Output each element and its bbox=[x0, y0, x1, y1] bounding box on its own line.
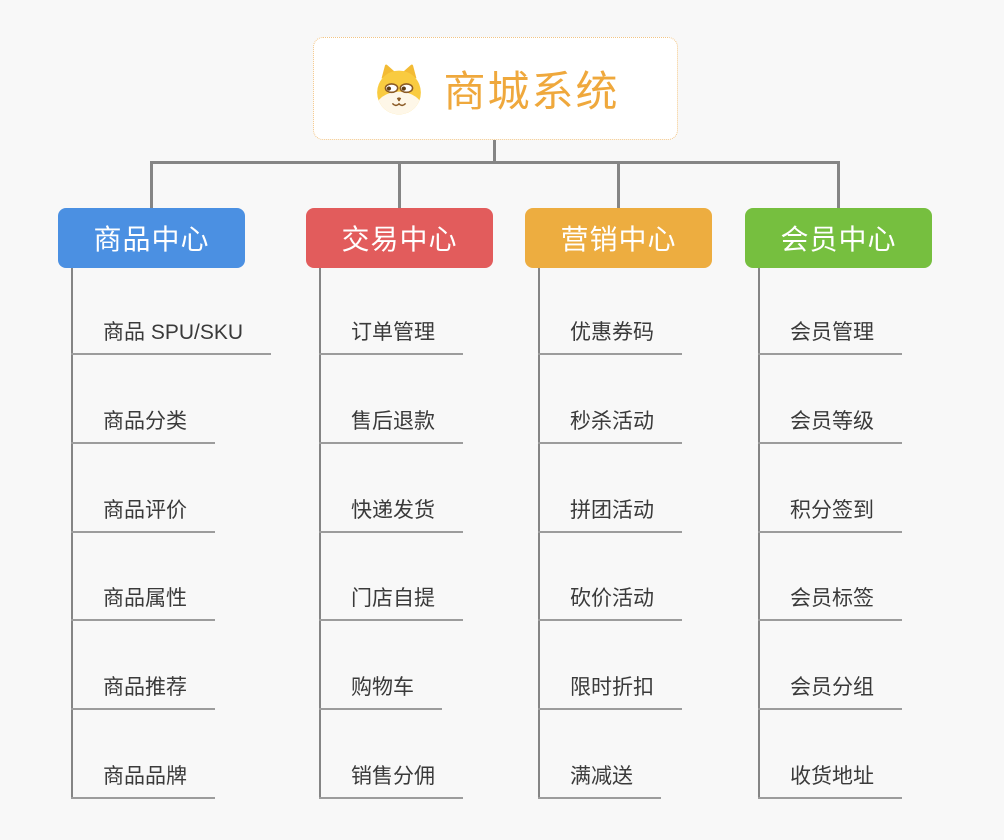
root-node-mall-system[interactable]: 商城系统 bbox=[313, 37, 678, 140]
child-node-bargain-activity[interactable]: 砍价活动 bbox=[538, 575, 682, 621]
connector-drop-product bbox=[150, 161, 153, 208]
child-node-shopping-cart[interactable]: 购物车 bbox=[319, 664, 442, 710]
branch-header-member-center[interactable]: 会员中心 bbox=[745, 208, 932, 268]
child-node-order-management[interactable]: 订单管理 bbox=[319, 309, 463, 355]
branch-label: 交易中心 bbox=[341, 224, 458, 255]
child-node-member-management[interactable]: 会员管理 bbox=[758, 309, 902, 355]
child-node-product-attribute[interactable]: 商品属性 bbox=[71, 575, 215, 621]
branch-member-center: 会员中心 会员管理 会员等级 积分签到 会员标签 会员分组 收货地址 bbox=[745, 208, 1004, 808]
child-node-coupon-code[interactable]: 优惠券码 bbox=[538, 309, 682, 355]
child-node-group-buying[interactable]: 拼团活动 bbox=[538, 487, 682, 533]
branch-header-product-center[interactable]: 商品中心 bbox=[58, 208, 245, 268]
child-node-product-recommend[interactable]: 商品推荐 bbox=[71, 664, 215, 710]
child-node-store-pickup[interactable]: 门店自提 bbox=[319, 575, 463, 621]
child-node-express-delivery[interactable]: 快递发货 bbox=[319, 487, 463, 533]
child-node-member-groups[interactable]: 会员分组 bbox=[758, 664, 902, 710]
branch-trade-center: 交易中心 订单管理 售后退款 快递发货 门店自提 购物车 销售分佣 bbox=[306, 208, 566, 808]
child-node-shipping-address[interactable]: 收货地址 bbox=[758, 753, 902, 799]
child-node-sales-commission[interactable]: 销售分佣 bbox=[319, 753, 463, 799]
connector-drop-member bbox=[837, 161, 840, 208]
branch-label: 商品中心 bbox=[93, 224, 210, 255]
branch-trunk-line bbox=[758, 268, 760, 799]
branch-trunk-line bbox=[319, 268, 321, 799]
child-node-product-review[interactable]: 商品评价 bbox=[71, 487, 215, 533]
connector-drop-trade bbox=[398, 161, 401, 208]
child-node-member-tags[interactable]: 会员标签 bbox=[758, 575, 902, 621]
branch-header-marketing-center[interactable]: 营销中心 bbox=[525, 208, 712, 268]
connector-drop-marketing bbox=[617, 161, 620, 208]
connector-horizontal-bar bbox=[150, 161, 840, 164]
branch-trunk-line bbox=[71, 268, 73, 799]
child-node-member-level[interactable]: 会员等级 bbox=[758, 398, 902, 444]
branch-header-trade-center[interactable]: 交易中心 bbox=[306, 208, 493, 268]
branch-label: 会员中心 bbox=[780, 224, 897, 255]
child-node-spend-and-save[interactable]: 满减送 bbox=[538, 753, 661, 799]
connector-root-stub bbox=[493, 140, 496, 163]
child-node-product-spu-sku[interactable]: 商品 SPU/SKU bbox=[71, 309, 272, 355]
branch-product-center: 商品中心 商品 SPU/SKU 商品分类 商品评价 商品属性 商品推荐 商品品牌 bbox=[58, 208, 318, 808]
child-node-flash-sale[interactable]: 秒杀活动 bbox=[538, 398, 682, 444]
branch-marketing-center: 营销中心 优惠券码 秒杀活动 拼团活动 砍价活动 限时折扣 满减送 bbox=[525, 208, 785, 808]
shiba-dog-icon bbox=[377, 64, 422, 114]
branch-trunk-line bbox=[538, 268, 540, 799]
child-node-aftersale-refund[interactable]: 售后退款 bbox=[319, 398, 463, 444]
branch-label: 营销中心 bbox=[560, 224, 677, 255]
root-title: 商城系统 bbox=[443, 68, 620, 115]
child-node-points-checkin[interactable]: 积分签到 bbox=[758, 487, 902, 533]
child-node-product-brand[interactable]: 商品品牌 bbox=[71, 753, 215, 799]
child-node-product-category[interactable]: 商品分类 bbox=[71, 398, 215, 444]
child-node-limited-time-discount[interactable]: 限时折扣 bbox=[538, 664, 682, 710]
